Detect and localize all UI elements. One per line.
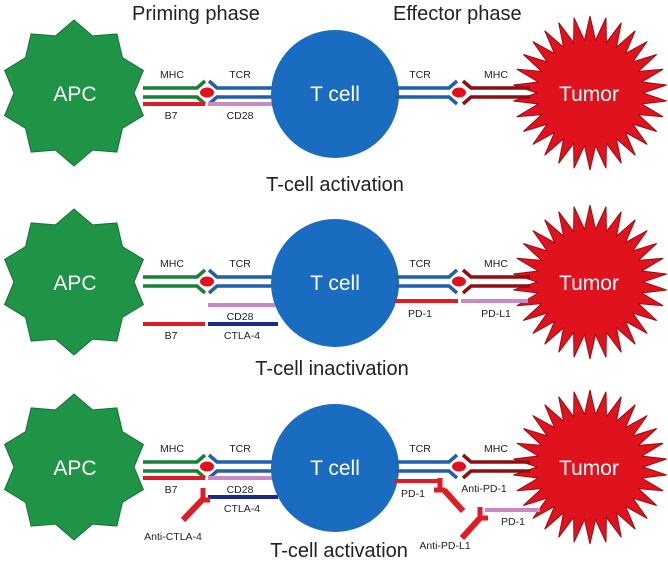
apc-label: APC (53, 457, 96, 480)
b7-label: B7 (165, 330, 178, 342)
panel-2: APC T cell Tumor MHC TCR CD28 B7 CTLA-4 … (3, 204, 667, 380)
mhc-receptor-right (461, 79, 530, 106)
apc-label: APC (53, 83, 96, 106)
tumor-label: Tumor (559, 83, 619, 106)
mhc-receptor-right (461, 453, 530, 480)
apc-cell (3, 208, 145, 356)
tcr-receptor-left (207, 79, 275, 106)
anti-ctla4-antibody (180, 488, 210, 523)
peptide-antigen-right (452, 461, 466, 472)
peptide-antigen (200, 87, 214, 98)
panel-2-caption: T-cell inactivation (255, 358, 408, 380)
t-cell (271, 404, 399, 532)
cd28-label: CD28 (227, 484, 254, 496)
tcr-label-left: TCR (229, 443, 251, 455)
tumor-body (513, 389, 667, 545)
tumor-cell (513, 389, 667, 545)
panel-1-caption: T-cell activation (266, 174, 404, 196)
tcr-label-right: TCR (409, 258, 431, 270)
mhc-label-left: MHC (160, 258, 184, 270)
tumor-cell (513, 15, 667, 171)
peptide-antigen (200, 461, 214, 472)
t-cell (271, 219, 399, 347)
tcr-label-left: TCR (229, 258, 251, 270)
tcr-label-left: TCR (229, 69, 251, 81)
panel-3: APC T cell Tumor MHC TCR B7 CD28 CTLA-4 … (3, 389, 667, 562)
anti-pd1-label: Anti-PD-1 (461, 483, 507, 495)
mhc-label-right: MHC (484, 258, 508, 270)
tcr-receptor-left (207, 268, 275, 295)
apc-cell (3, 393, 145, 541)
tcr-receptor-right (395, 453, 459, 480)
anti-pd1-antibody (434, 478, 466, 514)
anti-ctla4-label: Anti-CTLA-4 (144, 531, 202, 543)
t-cell-label: T cell (310, 272, 360, 295)
b7-label: B7 (165, 484, 178, 496)
tumor-body (513, 204, 667, 360)
mhc-label-right: MHC (484, 443, 508, 455)
tumor-body (513, 15, 667, 171)
apc-label: APC (53, 272, 96, 295)
cd28-label: CD28 (227, 110, 254, 122)
apc-body (3, 19, 145, 167)
apc-cell (3, 19, 145, 167)
ctla4-label: CTLA-4 (224, 503, 260, 515)
mhc-receptor-left (143, 79, 207, 106)
mhc-label-left: MHC (160, 443, 184, 455)
mhc-label-right: MHC (484, 69, 508, 81)
pd1-label: PD-1 (401, 488, 425, 500)
panel-1: APC T cell Tumor MHC TCR B7 CD28 TCR MHC… (3, 15, 667, 196)
mhc-receptor-left (143, 453, 207, 480)
b7-label: B7 (165, 110, 178, 122)
peptide-antigen (200, 276, 214, 287)
tcr-receptor-left (207, 453, 275, 480)
panel-3-caption: T-cell activation (270, 540, 408, 562)
apc-body (3, 393, 145, 541)
mhc-receptor-right (461, 268, 530, 295)
tcr-receptor-right (395, 79, 459, 106)
pdl1-label: PD-L1 (481, 308, 511, 320)
effector-phase-title: Effector phase (393, 3, 522, 25)
t-cell (271, 30, 399, 158)
tumor-label: Tumor (559, 457, 619, 480)
t-cell-label: T cell (310, 457, 360, 480)
peptide-antigen-right (452, 87, 466, 98)
peptide-antigen-right (452, 276, 466, 287)
ctla4-label: CTLA-4 (224, 330, 260, 342)
tumor-cell (513, 204, 667, 360)
cd28-label: CD28 (227, 311, 254, 323)
tcr-label-right: TCR (409, 443, 431, 455)
mhc-label-left: MHC (160, 69, 184, 81)
apc-body (3, 208, 145, 356)
priming-phase-title: Priming phase (132, 3, 260, 25)
tcr-label-right: TCR (409, 69, 431, 81)
pd1-tumor-label: PD-1 (501, 516, 525, 528)
mhc-receptor-left (143, 268, 207, 295)
anti-pdl1-label: Anti-PD-L1 (419, 540, 471, 552)
t-cell-label: T cell (310, 83, 360, 106)
anti-pdl1-antibody (459, 507, 488, 541)
pd1-label: PD-1 (408, 308, 432, 320)
tumor-label: Tumor (559, 272, 619, 295)
tcr-receptor-right (395, 268, 459, 295)
